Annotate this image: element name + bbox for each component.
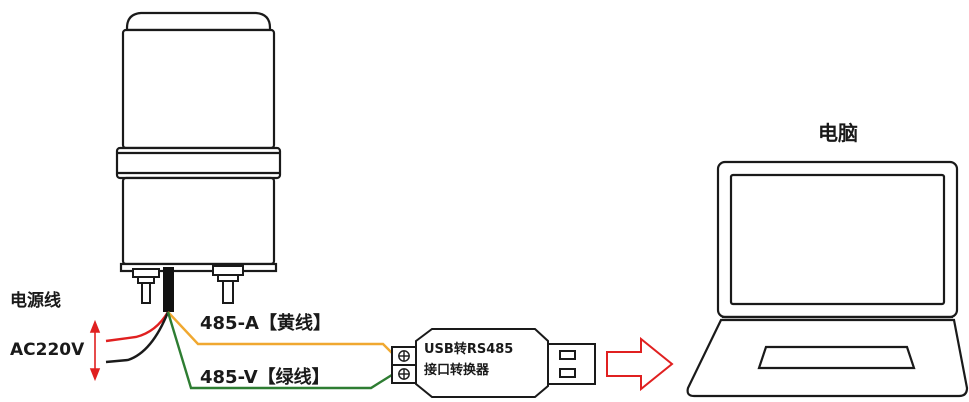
mounting-bolt-right — [212, 265, 244, 304]
wire-485-v — [166, 311, 396, 390]
ac-voltage-label: AC220V — [10, 340, 85, 360]
computer-label: 电脑 — [818, 121, 858, 145]
right-arrow-icon — [606, 336, 674, 392]
converter — [391, 328, 596, 398]
power-wire-black — [105, 311, 170, 364]
power-cable-label: 电源线 — [10, 291, 61, 311]
wire-485-v-label: 485-V【绿线】 — [200, 367, 330, 388]
signal-light — [115, 11, 282, 273]
ac-voltage-arrow — [89, 319, 101, 382]
converter-label-line2: 接口转换器 — [424, 363, 490, 378]
mounting-bolt-left — [132, 268, 160, 304]
converter-label-line1: USB转RS485 — [424, 342, 514, 357]
power-wire-red — [105, 311, 170, 343]
terminal-screw-bottom — [398, 368, 410, 380]
signal-light-cable — [163, 267, 174, 312]
wire-485-a — [167, 311, 396, 357]
terminal-screw-top — [398, 350, 410, 362]
wire-485-a-label: 485-A【黄线】 — [200, 313, 331, 334]
laptop-icon — [686, 160, 969, 398]
